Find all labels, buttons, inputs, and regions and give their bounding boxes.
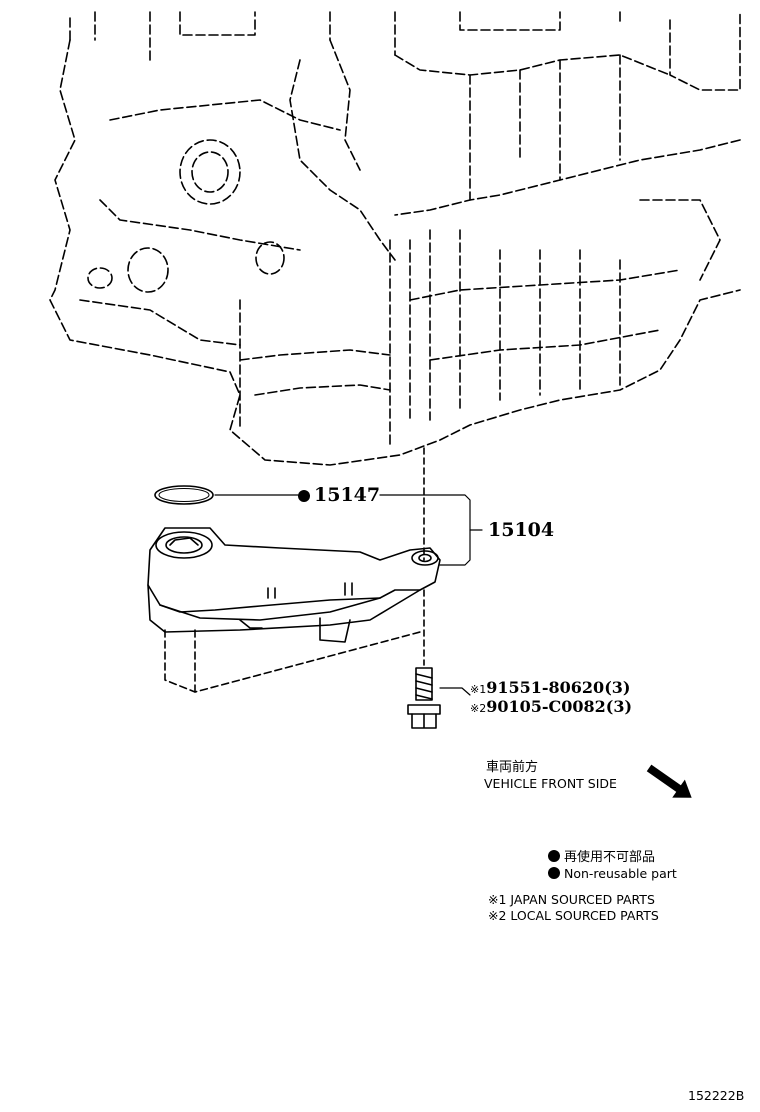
legend-dot-icon <box>548 850 560 862</box>
legend-dot-icon <box>548 867 560 879</box>
strainer-part-number: 15104 <box>488 519 555 541</box>
legend-local-sourced: ※2 LOCAL SOURCED PARTS <box>488 908 659 923</box>
flange-bolt <box>407 667 441 729</box>
bolt-japan-label: ※191551-80620(3) <box>470 678 631 697</box>
bolt-japan-part-number: 91551-80620(3) <box>486 678 631 697</box>
leader-bolt <box>439 687 471 696</box>
bolt-local-part-number: 90105-C0082(3) <box>486 697 633 716</box>
legend-nonreusable-en: Non-reusable part <box>548 866 677 881</box>
legend-nonreusable-jp: 再使用不可部品 <box>548 846 655 865</box>
engine-block-outline <box>49 11 741 466</box>
figure-id: 152222B <box>688 1088 745 1103</box>
vehicle-front-en: VEHICLE FRONT SIDE <box>484 776 617 791</box>
legend-japan-sourced: ※1 JAPAN SOURCED PARTS <box>488 892 655 907</box>
non-reusable-dot-icon <box>298 490 310 502</box>
bolt-local-label: ※290105-C0082(3) <box>470 697 633 716</box>
o-ring-gasket <box>154 485 214 505</box>
arrow-down-right-icon <box>646 764 692 798</box>
oil-strainer <box>147 527 441 693</box>
gasket-part-number: 15147 <box>314 484 381 506</box>
gasket-label: 15147 <box>298 484 380 506</box>
vehicle-front-jp: 車両前方 <box>486 760 539 775</box>
